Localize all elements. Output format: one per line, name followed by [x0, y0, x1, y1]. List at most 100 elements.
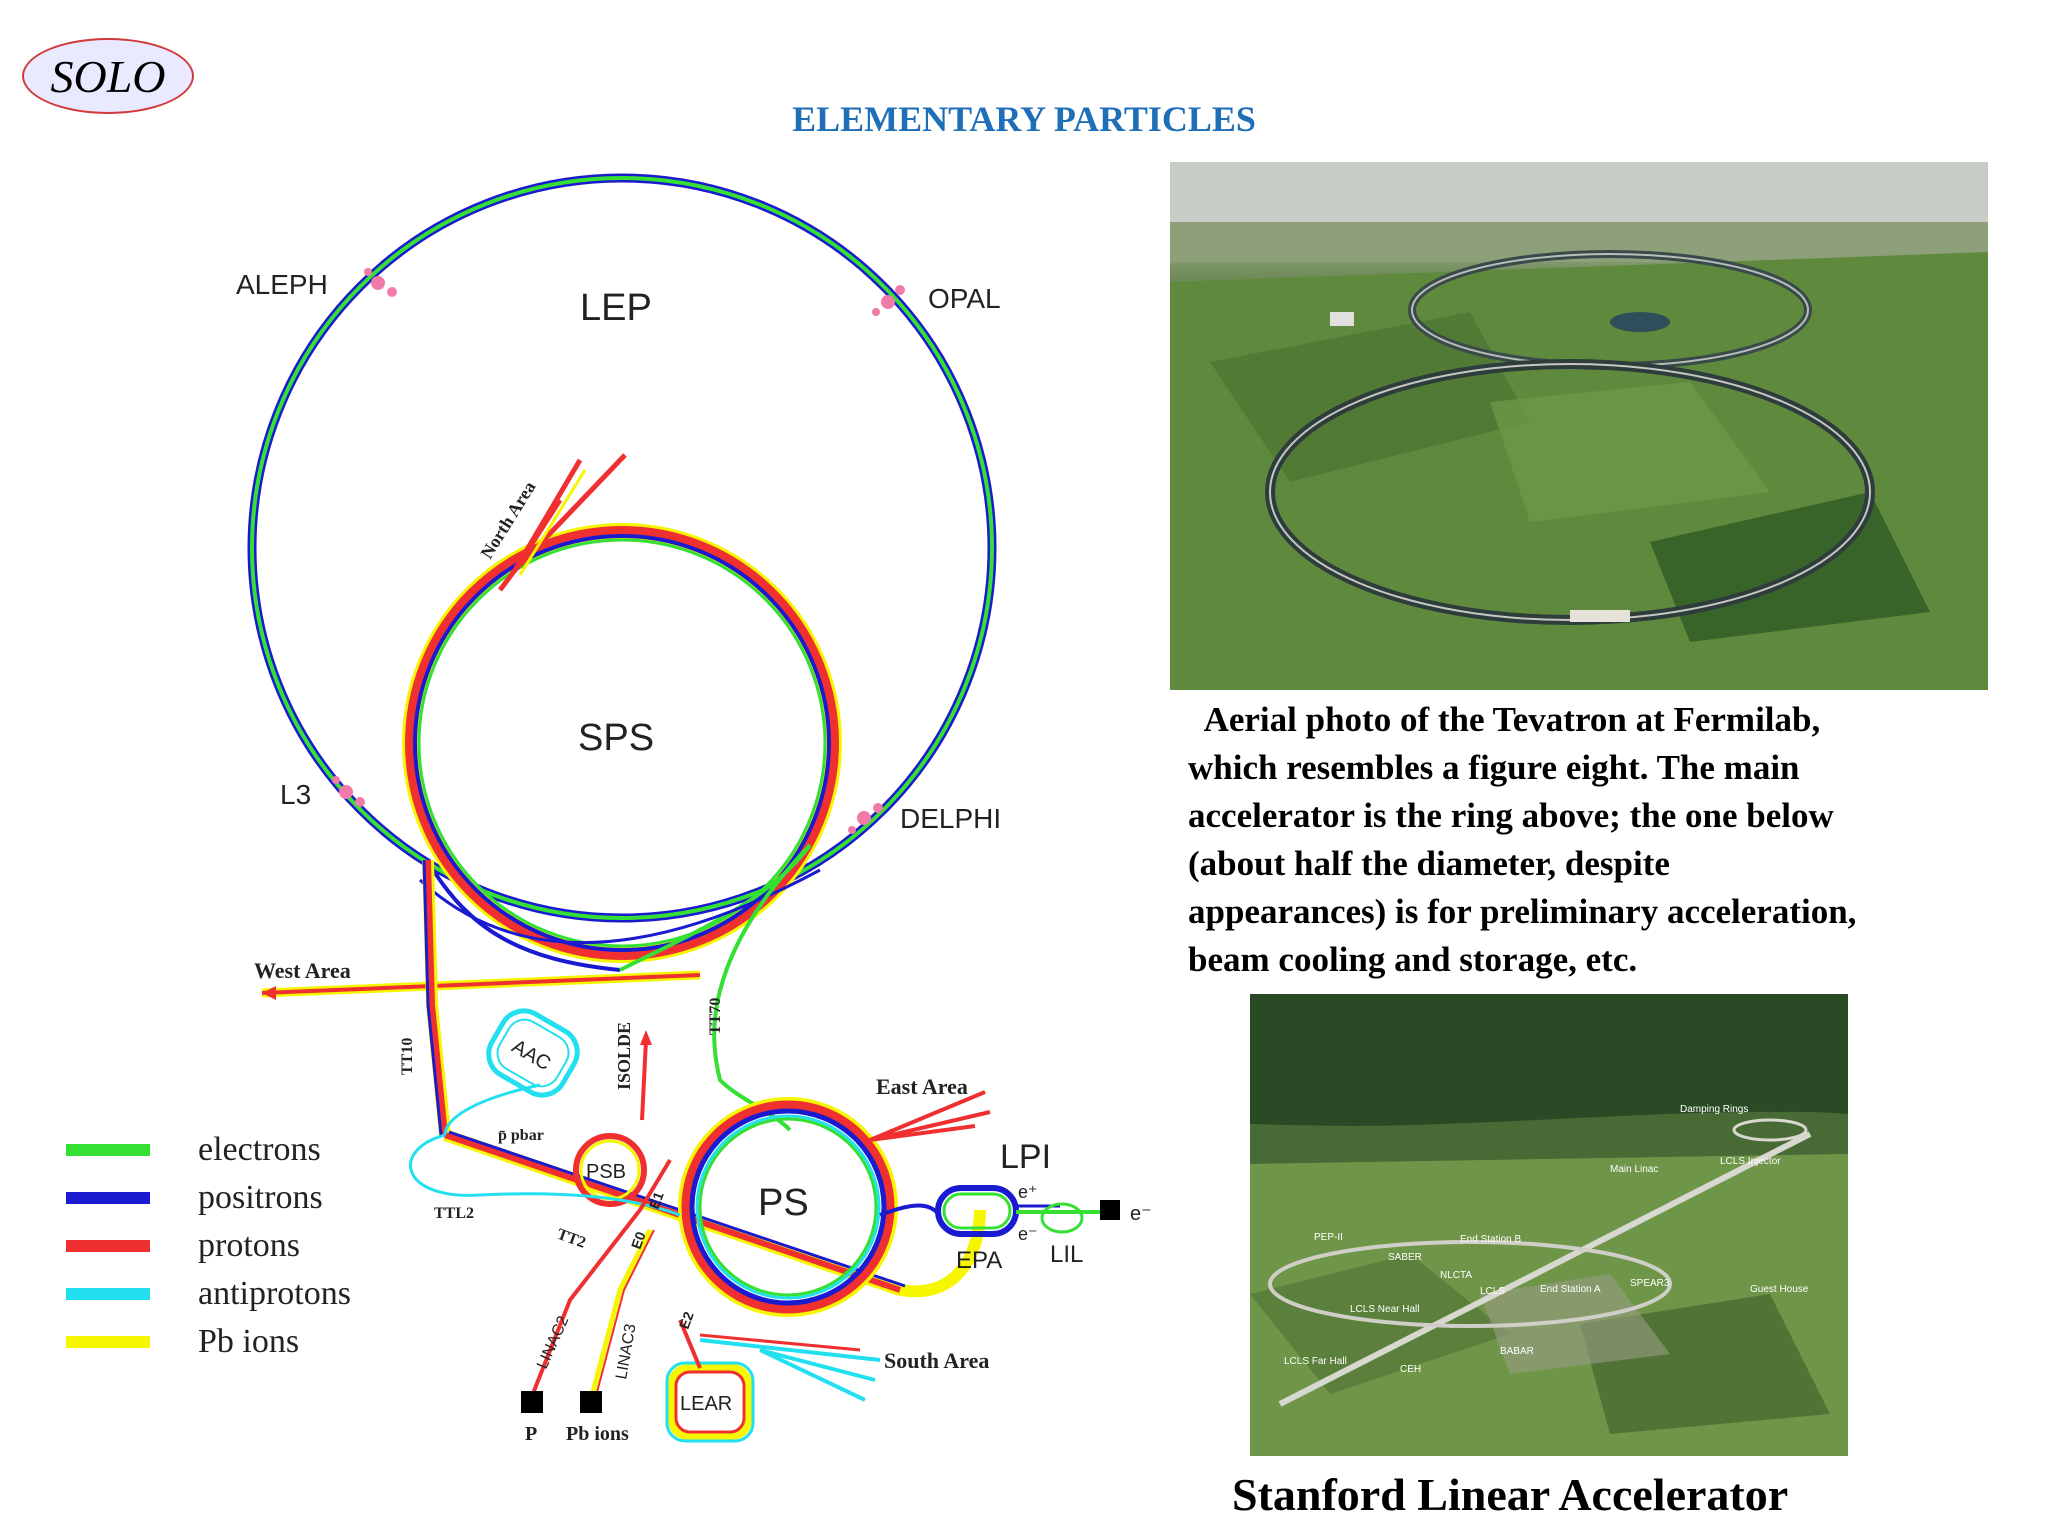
linac2-label: LINAC2 — [534, 1313, 572, 1371]
tt2-line-blue — [448, 1130, 906, 1288]
p-source — [521, 1391, 543, 1413]
ps-label: PS — [758, 1182, 809, 1224]
slac-label: SABER — [1388, 1252, 1422, 1263]
legend-label: electrons — [198, 1131, 321, 1168]
legend-item: Pb ions — [66, 1318, 351, 1366]
slac-label: Damping Rings — [1680, 1104, 1748, 1115]
legend-item: protons — [66, 1222, 351, 1270]
isolde-line — [640, 1039, 648, 1121]
west-area-arrow — [262, 986, 276, 1000]
ps-ring-blue — [689, 1108, 887, 1306]
sps-ring-green — [417, 538, 827, 948]
tt10-line-blue — [422, 859, 443, 1136]
slac-label: End Station B — [1460, 1234, 1521, 1245]
e1-label: E1 — [646, 1189, 667, 1211]
west-area-label: West Area — [254, 958, 351, 983]
slac-photo-art: Damping Rings Main Linac LCLS Injector P… — [1250, 994, 1848, 1456]
linac3-line — [589, 1228, 653, 1397]
psb-ring — [573, 1133, 647, 1207]
ps-ring-red — [681, 1100, 895, 1314]
epa-label: EPA — [956, 1247, 1002, 1274]
lear-label: LEAR — [680, 1393, 732, 1415]
sps-label: SPS — [578, 717, 654, 759]
isolde-arrow — [640, 1030, 652, 1045]
slac-label: Main Linac — [1610, 1164, 1658, 1175]
opal-marker — [872, 285, 905, 316]
slac-label: SPEAR3 — [1630, 1278, 1670, 1289]
caption-line: accelerator is the ring above; the one b… — [1188, 796, 1834, 835]
north-area-lines — [498, 453, 627, 592]
legend-label: positrons — [198, 1179, 323, 1216]
electron-source-label: e⁻ — [1130, 1203, 1152, 1225]
slac-label: LCLS — [1480, 1286, 1505, 1297]
aac-label: AAC — [508, 1036, 555, 1076]
slac-label: LCLS Near Hall — [1350, 1304, 1419, 1315]
pb-source — [580, 1391, 602, 1413]
slac-aerial-photo: Damping Rings Main Linac LCLS Injector P… — [1250, 994, 1848, 1456]
sps-lower-arc — [418, 868, 821, 944]
linac3-label: LINAC3 — [613, 1322, 639, 1380]
east-area-lines — [869, 1090, 991, 1142]
slac-label: Guest House — [1750, 1284, 1809, 1295]
lpi-label: LPI — [1000, 1138, 1051, 1176]
linac2-line — [530, 1158, 672, 1397]
e2-label: E2 — [676, 1309, 697, 1331]
isolde-label: ISOLDE — [614, 1022, 634, 1090]
south-area-lines — [699, 1338, 881, 1402]
p-source-label: P — [525, 1423, 537, 1445]
legend-label: protons — [198, 1227, 300, 1264]
opal-label: OPAL — [928, 283, 1001, 314]
lep-injection-blue — [428, 863, 621, 972]
solo-label: SOLO — [50, 50, 166, 102]
slac-label: CEH — [1400, 1364, 1421, 1375]
slac-label: End Station A — [1540, 1284, 1601, 1295]
aac-ring — [486, 1008, 580, 1098]
lil-label: LIL — [1050, 1241, 1083, 1268]
legend-label: antiprotons — [198, 1275, 351, 1312]
ps-ring-cyan — [695, 1114, 881, 1300]
north-area-yellow — [518, 469, 587, 576]
legend-item: electrons — [66, 1126, 351, 1174]
west-area-line-red — [261, 973, 701, 995]
tevatron-photo-art — [1170, 162, 1988, 690]
psb-label: PSB — [586, 1161, 626, 1183]
lear-ring-red — [674, 1370, 746, 1434]
legend-item: antiprotons — [66, 1270, 351, 1318]
tt70-label: TT70 — [707, 998, 724, 1035]
tt2-label: TT2 — [555, 1226, 588, 1252]
ttl2-label: TTL2 — [434, 1205, 474, 1222]
cern-accelerator-diagram: LEP SPS PS PSB AAC LEAR EPA LIL LPI ALEP… — [236, 173, 1152, 1445]
lil-ring — [1040, 1202, 1084, 1234]
linac3-line-red — [595, 1229, 655, 1397]
lear-link — [678, 1319, 702, 1369]
slac-caption: Stanford Linear Accelerator — [1232, 1469, 1789, 1520]
lear-ring-cyan — [665, 1361, 755, 1443]
eminus-label: e⁻ — [1018, 1224, 1038, 1244]
legend-swatch — [66, 1144, 150, 1156]
tevatron-caption: Aerial photo of the Tevatron at Fermilab… — [1188, 696, 2008, 984]
tevatron-aerial-photo — [1170, 162, 1988, 690]
legend: electrons positrons protons antiprotons … — [66, 1126, 351, 1366]
legend-swatch — [66, 1192, 150, 1204]
legend-swatch — [66, 1288, 150, 1300]
caption-line: beam cooling and storage, etc. — [1188, 940, 1638, 979]
sps-ring-blue — [413, 534, 831, 952]
slac-label: LCLS Far Hall — [1284, 1356, 1347, 1367]
slac-label: PEP-II — [1314, 1232, 1343, 1243]
east-area-label: East Area — [876, 1074, 968, 1099]
eplus-label: e⁺ — [1018, 1182, 1038, 1202]
ps-ring-green — [698, 1117, 878, 1297]
tt10-label: TT10 — [399, 1038, 416, 1075]
lep-ring-green — [250, 176, 994, 920]
sps-ring-red — [405, 526, 839, 960]
slac-label: NLCTA — [1440, 1270, 1472, 1281]
legend-swatch — [66, 1336, 150, 1348]
aac-ring-inner — [496, 1018, 570, 1088]
caption-line: which resembles a figure eight. The main — [1188, 748, 1800, 787]
lep-label: LEP — [580, 287, 652, 329]
legend-item: positrons — [66, 1174, 351, 1222]
e0-label: E0 — [628, 1229, 649, 1251]
antiproton-loop — [409, 1083, 681, 1217]
page-title: ELEMENTARY PARTICLES — [792, 99, 1256, 139]
tt10-line-red — [425, 859, 448, 1136]
